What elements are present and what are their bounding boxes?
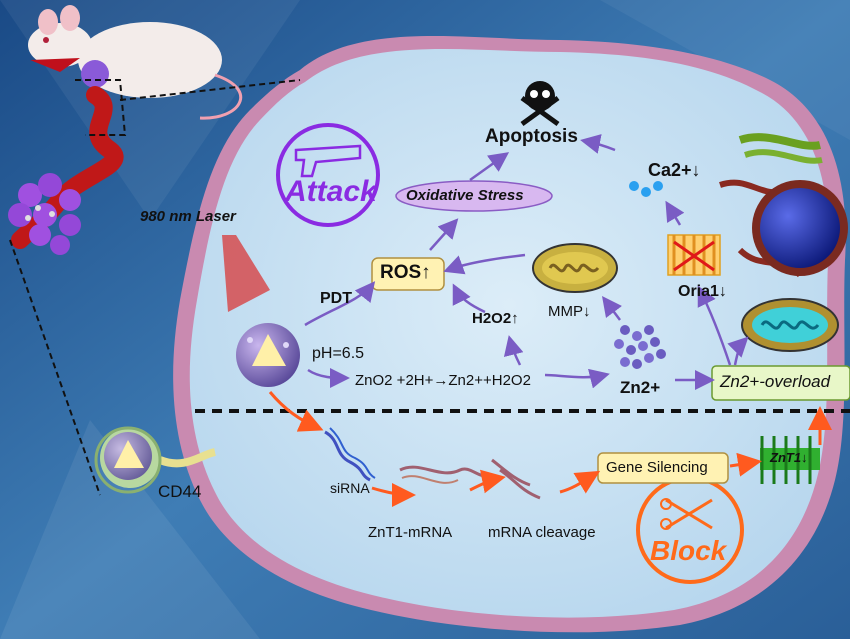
bg-facet [0,420,260,639]
zinc-cluster-icon [614,325,666,369]
gun-icon [294,144,362,178]
arrows-orange [268,391,832,507]
mouse-icon [28,5,243,120]
znt1-label: ZnT1↓ [770,450,808,465]
laser-label: 980 nm Laser [140,208,236,225]
attack-label: Attack [285,175,377,208]
scissors-icon [660,498,713,530]
oria-label: Oria1↓ [678,283,727,300]
h2o2-label: H2O2↑ [472,310,519,327]
znt1-mrna-label: ZnT1-mRNA [368,524,453,541]
ph-label: pH=6.5 [312,345,365,362]
zoom-red-wedge [30,58,80,72]
laser-beam [222,235,270,312]
attack-badge [276,123,380,227]
mitochondria-icon [741,298,839,352]
skull-icon [520,81,560,127]
mrna-cleavage-label: mRNA cleavage [488,524,596,541]
mitochondria-icon [532,243,618,293]
cd44-label: CD44 [158,482,202,501]
channel-icon [667,234,721,276]
ca-label: Ca2+↓ [648,160,701,180]
zn-overload-label: Zn2+-overload [720,372,831,391]
oxidative-stress-label: Oxidative Stress [406,187,524,204]
pdt-label: PDT [320,290,352,307]
zoom-line [119,79,301,101]
zoom-line [75,79,127,136]
tumor-icon [8,173,81,255]
sirna-label: siRNA [330,480,370,496]
zn-label: Zn2+ [620,378,661,397]
nanoparticle-icon [236,323,300,387]
apoptosis-label: Apoptosis [485,126,578,147]
znt1-protein-icon [760,436,820,484]
cd44-nanoparticle-icon [94,426,217,494]
ros-label: ROS↑ [380,262,431,283]
oxidative-stress-pill [395,180,553,212]
gene-silencing-label: Gene Silencing [606,459,708,476]
mmp-label: MMP↓ [548,303,591,320]
zoom-line [9,239,101,496]
nucleus-icon [752,180,848,276]
reaction-label: ZnO2 +2H+→Zn2++H2O2 [355,372,531,389]
gene-silencing-box [597,452,729,484]
block-label: Block [650,535,727,566]
arrows-purple [304,134,749,390]
calcium-dots-icon [629,181,663,197]
